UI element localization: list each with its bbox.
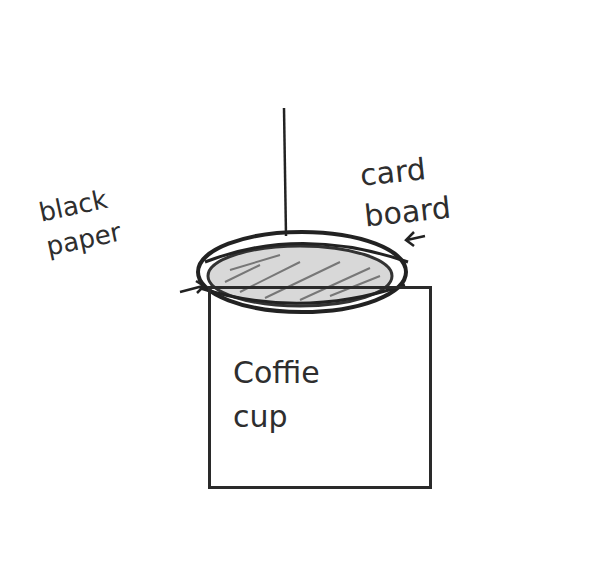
- hanging-string: [284, 108, 286, 236]
- part-label: card board: [358, 144, 476, 236]
- pointer-arrow: [406, 232, 425, 246]
- lid-rim: [200, 244, 408, 304]
- cup-label: Coffie cup: [211, 289, 363, 439]
- cup-body: Coffie cup: [208, 286, 432, 489]
- shading-scribble: [225, 255, 380, 300]
- pointer-arrow: [180, 281, 204, 293]
- part-label: black paper: [36, 173, 158, 265]
